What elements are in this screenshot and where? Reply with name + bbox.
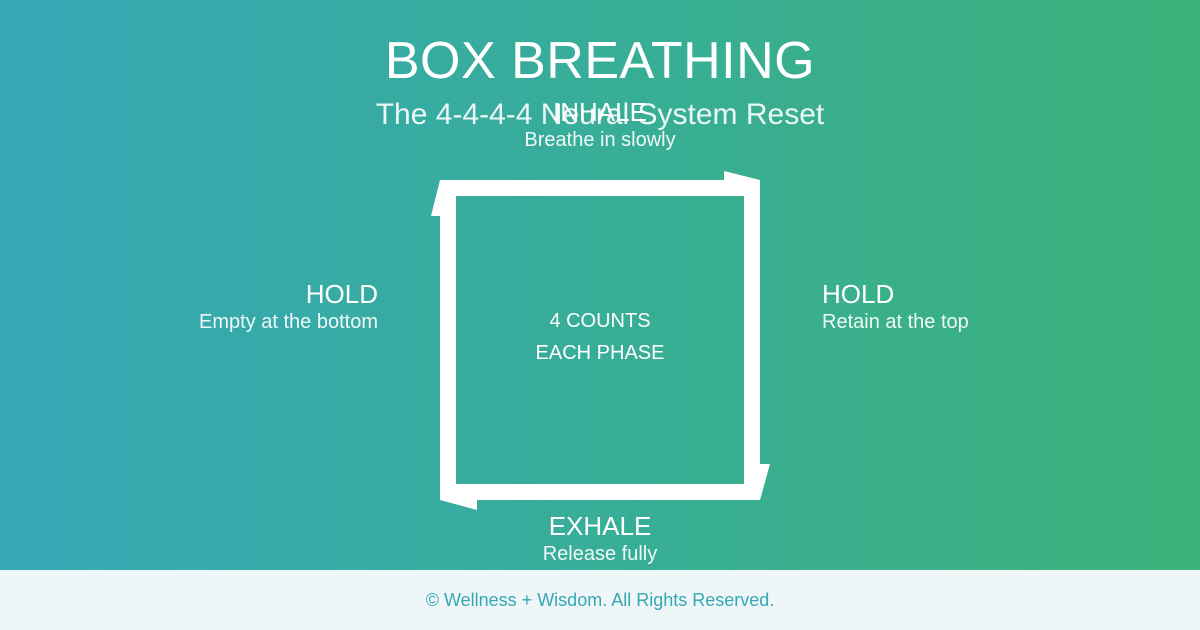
phase-inhale-label: INHALE [553, 97, 647, 127]
phase-hold-bottom: HOLD Empty at the bottom [130, 279, 378, 335]
phase-exhale-label: EXHALE [548, 511, 652, 541]
center-counts-text: 4 COUNTS [549, 310, 651, 332]
center-phase-text: EACH PHASE [535, 342, 665, 364]
arrow-top-right-icon [724, 171, 760, 196]
phase-exhale-description: Release fully [542, 543, 658, 565]
page-subtitle: The 4-4-4-4 Neural System Reset [375, 98, 825, 131]
arrow-top-left-icon [431, 180, 456, 216]
phase-hold-top: HOLD Retain at the top [822, 279, 969, 335]
hero-background [0, 0, 1200, 570]
breathing-box-diagram [0, 0, 1200, 570]
footer: © Wellness + Wisdom. All Rights Reserved… [0, 570, 1200, 630]
box-center-label: 4 COUNTS EACH PHASE [456, 305, 744, 369]
arrow-bottom-right-icon [744, 464, 770, 500]
phase-inhale-description: Breathe in slowly [524, 129, 676, 151]
phase-hold-top-description: Retain at the top [822, 311, 969, 333]
page-title: BOX BREATHING [384, 32, 816, 90]
phase-hold-bottom-description: Empty at the bottom [199, 311, 378, 333]
phase-exhale: EXHALE Release fully [400, 511, 800, 567]
copyright-text: © Wellness + Wisdom. All Rights Reserved… [425, 590, 775, 610]
phase-hold-bottom-label: HOLD [305, 279, 378, 309]
phase-hold-top-label: HOLD [822, 279, 895, 309]
arrow-bottom-left-icon [440, 484, 477, 510]
phase-inhale: INHALE Breathe in slowly [400, 97, 800, 153]
